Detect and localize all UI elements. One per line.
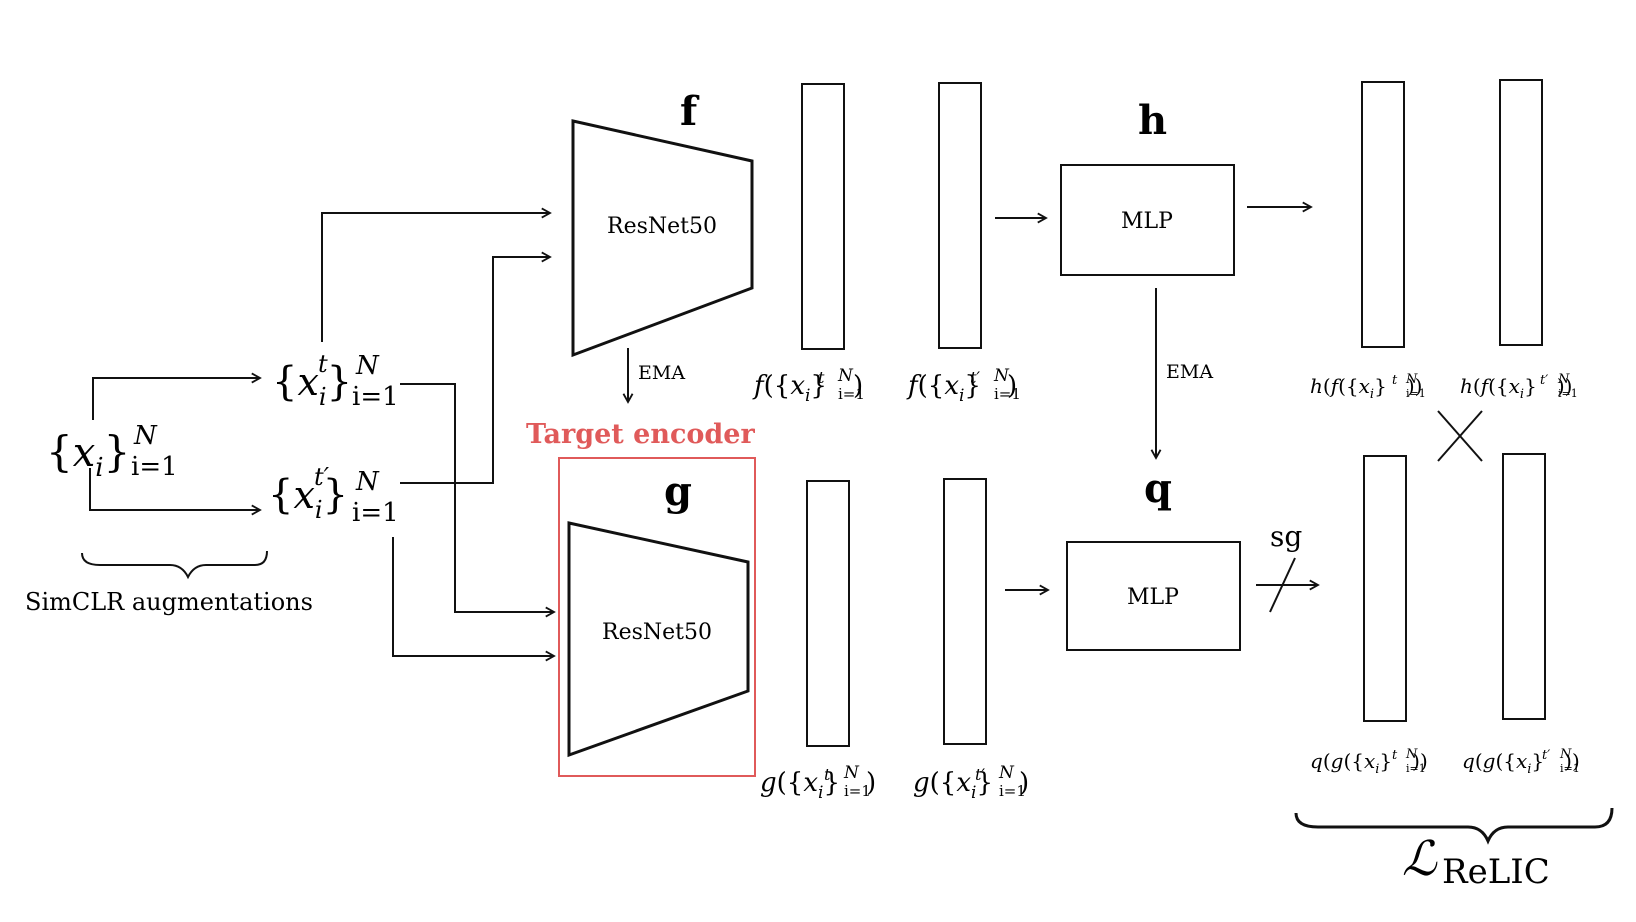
arrow-t-to-g [400,383,554,612]
aug-t-upper: N [355,351,380,381]
svg-text:i=1: i=1 [999,782,1026,800]
out-bar-qg-t [1363,455,1407,722]
augment-brace [81,550,268,580]
svg-text:t: t [1392,373,1398,388]
svg-text:i=1: i=1 [994,385,1021,403]
mlp-q-box [1066,541,1241,651]
rep-bar-g-t [806,480,850,747]
out-bar-hf-t [1361,81,1405,348]
encoder-g-label: ResNet50 [602,620,712,645]
aug-tp-set: {xi} [268,472,348,524]
encoder-g-trapezoid [567,521,750,758]
svg-text:t: t [1392,748,1398,763]
aug-tp-sup: t′ [314,463,330,491]
svg-text:t′: t′ [1542,748,1550,763]
svg-text:N: N [998,763,1015,783]
loss-subscript: ReLIC [1442,852,1550,892]
out-label-hf-tp: h(f({xi})) t′ N i=1 [1460,372,1578,402]
encoder-f-label: ResNet50 [607,214,717,239]
rep-bar-f-tp [938,82,982,349]
head-h-label: MLP [1121,209,1173,234]
rep-bar-f-t [801,83,845,350]
aug-t-set: {xi} [272,359,352,411]
svg-text:h(f({xi})): h(f({xi})) [1310,374,1422,402]
arrow-tp-to-f [400,257,550,484]
encoder-f-trapezoid [571,119,754,358]
out-label-qg-t: q(g({xi})) t N i=1 [1310,747,1428,777]
svg-text:t′: t′ [975,765,985,784]
arrow-input-to-tp [89,468,260,510]
svg-text:N: N [1405,372,1418,387]
out-label-qg-tp: q(g({xi})) t′ N i=1 [1462,747,1580,777]
aug-tp-upper: N [355,467,380,497]
mlp-h-box [1060,164,1235,276]
aug-t-sup: t [318,350,328,378]
head-h-letter: h [1138,97,1167,144]
rep-bar-g-tp [943,478,987,745]
svg-text:N: N [837,366,854,386]
svg-text:f({xi}): f({xi}) [752,371,863,406]
out-label-hf-t: h(f({xi})) t N i=1 [1310,372,1426,402]
svg-text:t: t [824,765,831,784]
encoder-g-letter: g [664,468,692,515]
svg-text:i=1: i=1 [844,782,871,800]
out-bar-qg-tp [1502,453,1546,720]
loss-brace [1294,807,1614,845]
out-bar-hf-tp [1499,79,1543,346]
svg-text:N: N [843,763,860,783]
svg-text:q(g({xi})): q(g({xi})) [1310,749,1428,777]
ema-label-mid: EMA [1166,361,1213,383]
aug-tp-lower: i=1 [352,498,399,528]
svg-text:N: N [1405,747,1418,762]
svg-text:h(f({xi})): h(f({xi})) [1460,374,1572,402]
input-set-lower: i=1 [131,452,178,482]
input-set-upper: N [133,421,158,451]
loss-symbol: ℒ [1402,831,1438,887]
cross-line-2 [1437,410,1483,462]
arrow-t-to-f [321,213,550,342]
svg-text:N: N [1559,747,1572,762]
svg-text:N: N [993,366,1010,386]
rep-label-g-tp: g({xi}) t′ N i=1 [913,763,1029,803]
svg-text:t′: t′ [970,368,980,387]
rep-label-f-tp: f({xi}) t′ N i=1 [906,366,1021,406]
ema-label-top: EMA [638,362,685,384]
target-encoder-box [558,457,756,777]
svg-text:i=1: i=1 [1560,762,1580,775]
svg-text:g({xi}): g({xi}) [913,768,1029,803]
stop-gradient-slash [1269,557,1296,613]
svg-text:i=1: i=1 [1406,762,1426,775]
input-set: {xi} [46,427,130,483]
encoder-f-letter: f [680,88,700,135]
svg-text:i=1: i=1 [838,385,865,403]
svg-text:g({xi}): g({xi}) [760,768,876,803]
augment-caption: SimCLR augmentations [25,588,313,616]
svg-text:t′: t′ [1540,373,1548,388]
head-q-label: MLP [1127,585,1179,610]
arrow-tp-to-g [392,537,554,656]
svg-text:i=1: i=1 [1558,387,1578,400]
aug-t-lower: i=1 [352,382,399,412]
svg-text:q(g({xi})): q(g({xi})) [1462,749,1580,777]
rep-label-g-t: g({xi}) t N i=1 [760,763,876,803]
svg-text:f({xi}): f({xi}) [906,371,1017,406]
svg-text:N: N [1557,372,1570,387]
target-encoder-label: Target encoder [526,419,755,450]
svg-text:t: t [818,368,825,387]
sg-label: sg [1270,520,1302,553]
rep-label-f-t: f({xi}) t N i=1 [752,366,865,406]
arrow-input-to-t [92,378,260,420]
head-q-letter: q [1144,465,1172,512]
svg-text:i=1: i=1 [1406,387,1426,400]
